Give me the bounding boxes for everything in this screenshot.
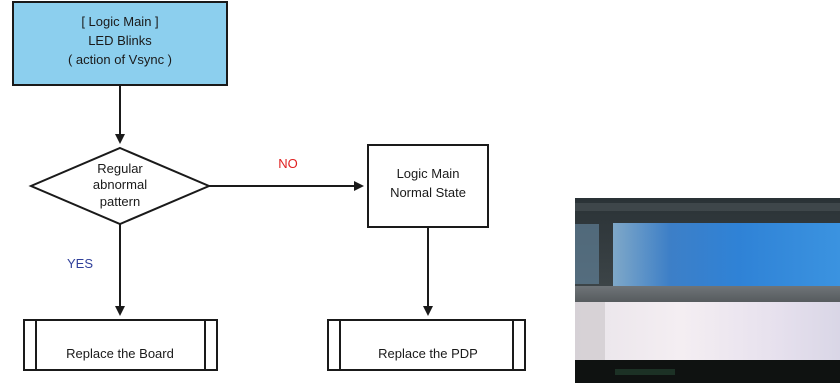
start-box-line2: LED Blinks: [88, 33, 152, 48]
decision-line3: pattern: [100, 194, 140, 209]
start-box-line1: [ Logic Main ]: [81, 14, 158, 29]
replace-board-box: [23, 319, 218, 371]
replace-pdp-box: [327, 319, 526, 371]
replace-board-label: Replace the Board: [66, 346, 174, 361]
normal-state-line2: Normal State: [390, 185, 466, 200]
edge-label-yes: YES: [67, 256, 93, 271]
start-box-line3: ( action of Vsync ): [68, 52, 172, 67]
edge-label-no: NO: [278, 156, 298, 171]
decision-line1: Regular: [97, 161, 143, 176]
normal-state-line1: Logic Main: [397, 166, 460, 181]
screen-pattern-photo: [575, 198, 840, 383]
replace-pdp-label: Replace the PDP: [378, 346, 478, 361]
start-box: [12, 1, 228, 86]
decision-line2: abnormal: [93, 177, 147, 192]
